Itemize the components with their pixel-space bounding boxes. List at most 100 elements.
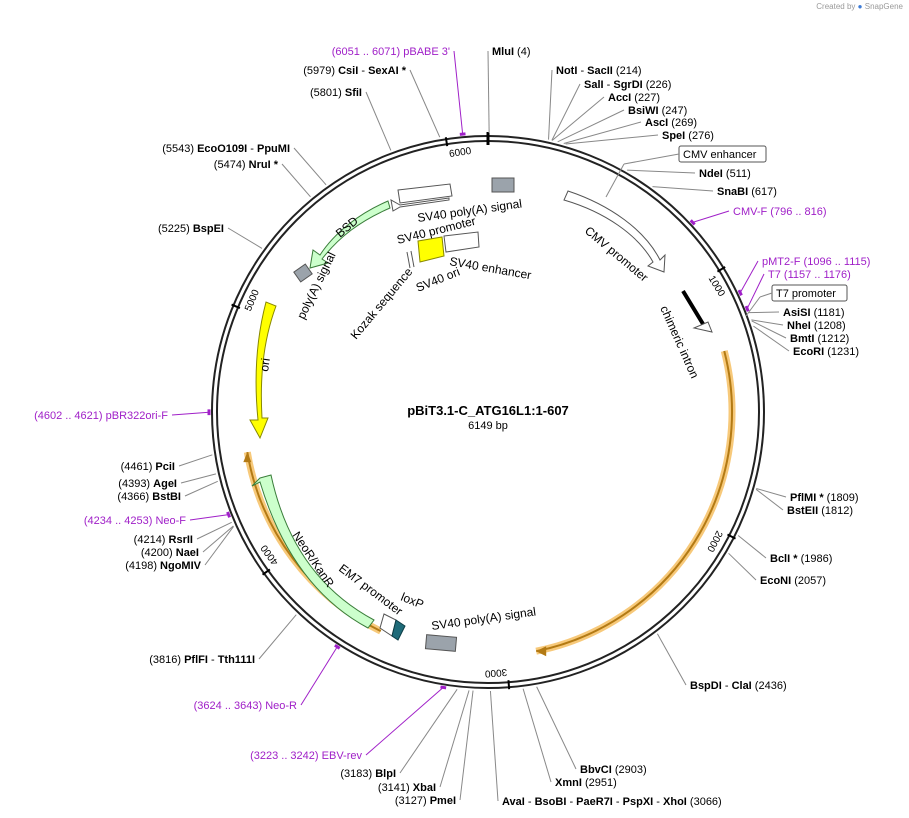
enzyme-label[interactable]: (3141) XbaI xyxy=(378,782,436,794)
ruler-tick xyxy=(727,533,736,540)
enzyme-position: (2951) xyxy=(582,777,617,789)
enzyme-label[interactable]: (5979) CsiI - SexAI * xyxy=(303,65,406,77)
enzyme-label[interactable]: BbvCI (2903) xyxy=(580,764,647,776)
enzyme-label[interactable]: SnaBI (617) xyxy=(717,186,777,198)
enzyme-name: BlpI xyxy=(375,768,396,780)
enzyme-label[interactable]: NdeI (511) xyxy=(699,168,751,180)
primer-label[interactable]: (3624 .. 3643) Neo-R xyxy=(194,700,297,712)
enzyme-name: NgoMIV xyxy=(160,560,202,572)
enzyme-label[interactable]: XmnI (2951) xyxy=(555,777,617,789)
primer-range: (1096 .. 1115) xyxy=(801,256,871,268)
enzyme-name: BspEI xyxy=(193,223,224,235)
enzyme-label[interactable]: (4214) RsrII xyxy=(134,534,193,546)
primer-label[interactable]: pMT2-F (1096 .. 1115) xyxy=(762,256,870,268)
enzyme-label[interactable]: MluI (4) xyxy=(492,46,531,58)
primer-mark xyxy=(459,132,466,136)
primer-label[interactable]: T7 (1157 .. 1176) xyxy=(768,269,851,281)
enzyme-position: (3127) xyxy=(395,795,430,807)
neokanr-arrow[interactable] xyxy=(251,474,375,629)
cmv-enhancer-leader xyxy=(605,163,625,198)
enzyme-label[interactable]: (5801) SfiI xyxy=(310,87,362,99)
primer-label[interactable]: (4234 .. 4253) Neo-F xyxy=(84,515,186,527)
enzyme-name: Tth111I xyxy=(218,654,255,666)
enzyme-label[interactable]: (4200) NaeI xyxy=(141,547,199,559)
enzyme-leader xyxy=(180,473,217,484)
enzyme-label[interactable]: BclI * (1986) xyxy=(770,553,832,565)
enzyme-label[interactable]: (5225) BspEI xyxy=(158,223,224,235)
enzyme-label[interactable]: EcoRI (1231) xyxy=(793,346,859,358)
primer-range: (4602 .. 4621) xyxy=(34,410,106,422)
enzyme-name: AscI xyxy=(645,117,668,129)
ori-arrow[interactable] xyxy=(249,301,277,440)
credit-brand: SnapGene xyxy=(864,2,903,11)
enzyme-name: BspDI xyxy=(690,680,722,692)
enzyme-label[interactable]: BmtI (1212) xyxy=(790,333,849,345)
enzyme-label[interactable]: AccI (227) xyxy=(608,92,660,104)
primer-label[interactable]: (3223 .. 3242) EBV-rev xyxy=(250,750,362,762)
bsd-arrow[interactable] xyxy=(309,200,391,269)
enzyme-label[interactable]: NheI (1208) xyxy=(787,320,846,332)
enzyme-label[interactable]: (4393) AgeI xyxy=(118,478,177,490)
enzyme-label[interactable]: (5543) EcoO109I - PpuMI xyxy=(162,143,290,155)
feature-label: SV40 enhancer xyxy=(448,254,532,282)
primer-range: (3223 .. 3242) xyxy=(250,750,322,762)
primer-leader xyxy=(189,514,229,521)
primer-label[interactable]: (6051 .. 6071) pBABE 3' xyxy=(332,46,450,58)
enzyme-name: XhoI xyxy=(663,796,687,808)
enzyme-position: (4200) xyxy=(141,547,176,559)
enzyme-leader xyxy=(409,69,441,138)
primer-leader xyxy=(365,687,444,756)
primer-label[interactable]: CMV-F (796 .. 816) xyxy=(733,206,827,218)
enzyme-label[interactable]: AvaI - BsoBI - PaeR7I - PspXI - XhoI (30… xyxy=(502,796,722,808)
sv40-polya-arrow-top[interactable] xyxy=(390,197,450,212)
enzyme-label[interactable]: (4461) PciI xyxy=(121,461,175,473)
enzyme-label[interactable]: SalI - SgrDI (226) xyxy=(584,79,671,91)
enzyme-position: (2436) xyxy=(752,680,787,692)
neo-arrowhead xyxy=(243,452,252,463)
enzyme-leader xyxy=(487,50,490,134)
primer-label[interactable]: (4602 .. 4621) pBR322ori-F xyxy=(34,410,168,422)
chimeric-intron-mark xyxy=(681,289,705,326)
enzyme-name: PflFI xyxy=(184,654,208,666)
enzyme-name: BmtI xyxy=(790,333,814,345)
enzyme-name: SalI xyxy=(584,79,604,91)
cmv-promoter-arrow[interactable] xyxy=(563,190,666,273)
enzyme-label[interactable]: (3127) PmeI xyxy=(395,795,456,807)
enzyme-label[interactable]: (4366) BstBI xyxy=(117,491,181,503)
t7-promoter-arrow xyxy=(692,321,713,333)
enzyme-label[interactable]: NotI - SacII (214) xyxy=(556,65,642,77)
enzyme-name: PmeI xyxy=(430,795,456,807)
enzyme-name: SpeI xyxy=(662,130,685,142)
enzyme-label[interactable]: (4198) NgoMIV xyxy=(125,560,201,572)
enzyme-label[interactable]: (5474) NruI * xyxy=(214,159,279,171)
enzyme-name: NruI * xyxy=(249,159,279,171)
enzyme-separator: - xyxy=(577,65,587,77)
plasmid-length: 6149 bp xyxy=(468,420,508,432)
enzyme-label[interactable]: SpeI (276) xyxy=(662,130,714,142)
enzyme-label[interactable]: AscI (269) xyxy=(645,117,697,129)
primer-name: Neo-R xyxy=(265,700,297,712)
enzyme-separator: - xyxy=(653,796,663,808)
enzyme-label[interactable]: AsiSI (1181) xyxy=(783,307,845,319)
enzyme-label[interactable]: EcoNI (2057) xyxy=(760,575,826,587)
sv40-polya-box-top xyxy=(397,183,453,204)
enzyme-label[interactable]: PflMI * (1809) xyxy=(790,492,858,504)
enzyme-position: (3183) xyxy=(340,768,375,780)
enzyme-leader xyxy=(737,535,767,559)
enzyme-separator: - xyxy=(722,680,732,692)
enzyme-position: (1208) xyxy=(811,320,846,332)
enzyme-label[interactable]: BstEII (1812) xyxy=(787,505,853,517)
enzyme-label[interactable]: (3816) PflFI - Tth111I xyxy=(149,654,255,666)
enzyme-position: (4461) xyxy=(121,461,156,473)
enzyme-label[interactable]: BspDI - ClaI (2436) xyxy=(690,680,787,692)
enzyme-leader xyxy=(557,109,625,143)
enzyme-leader xyxy=(751,319,784,326)
plasmid-name: pBiT3.1-C_ATG16L1:1-607 xyxy=(407,403,569,418)
enzyme-name: PflMI * xyxy=(790,492,824,504)
enzyme-name: BstBI xyxy=(152,491,181,503)
primer-leader xyxy=(453,50,464,135)
primer-range: (4234 .. 4253) xyxy=(84,515,156,527)
enzyme-label[interactable]: (3183) BlpI xyxy=(340,768,396,780)
enzyme-leader xyxy=(656,633,687,686)
enzyme-label[interactable]: BsiWI (247) xyxy=(628,105,687,117)
